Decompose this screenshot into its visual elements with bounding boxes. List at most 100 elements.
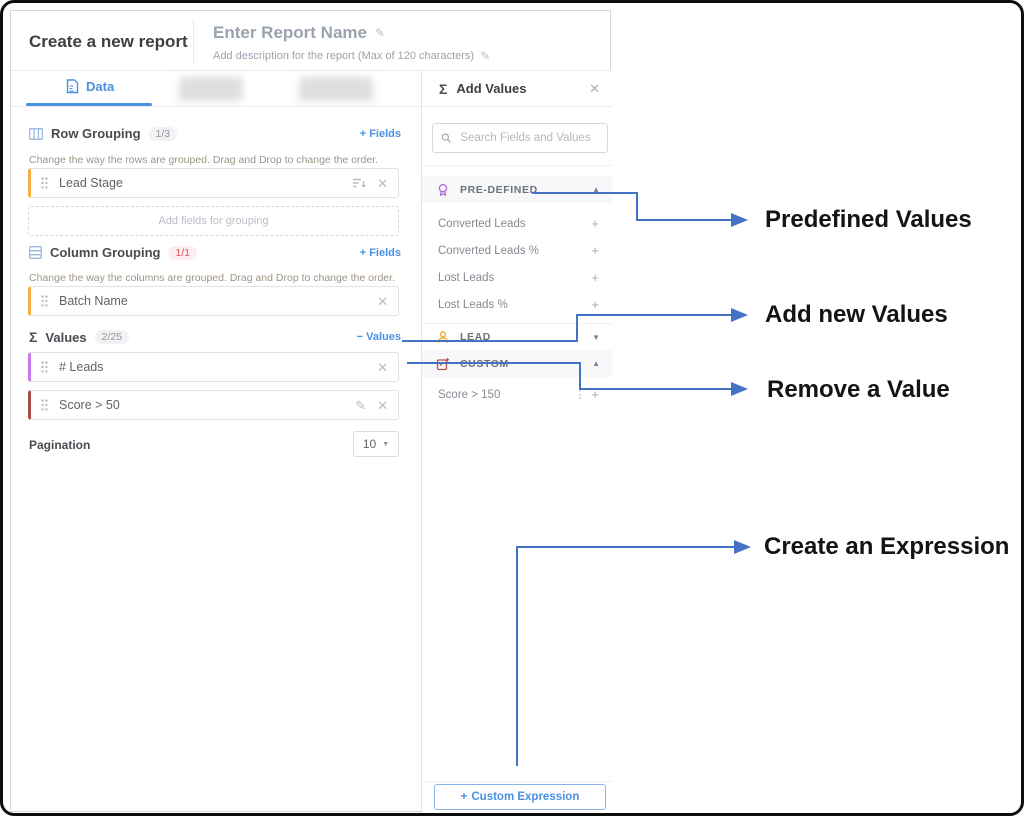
item-label: Converted Leads % [438,244,540,257]
person-icon [437,331,449,343]
page-title: Create a new report [29,32,188,51]
list-item-lost-leads-pct: Lost Leads % + [422,291,612,318]
tab-redacted-2[interactable] [299,77,373,101]
remove-value-icon[interactable]: ✕ [377,359,388,375]
value-label: Score > 50 [59,398,120,412]
row-grouping-field-lead-stage[interactable]: Lead Stage ✕ [28,168,399,198]
add-values-title: Add Values [456,81,527,96]
arrowhead-icon [731,382,748,396]
values-count-badge: 2/25 [94,330,130,344]
remove-values-link[interactable]: − Values [356,331,401,343]
search-input[interactable] [458,131,599,145]
column-grouping-description: Change the way the columns are grouped. … [29,272,395,284]
edit-pencil-icon[interactable]: ✎ [374,26,386,40]
window-header: Create a new report Enter Report Name ✎ … [11,11,610,71]
section-lead-label: LEAD [460,331,491,343]
pagination-dropdown[interactable]: 10 ▼ [353,431,399,457]
panel-divider [422,165,612,166]
add-value-icon[interactable]: + [591,243,599,258]
search-fields-box[interactable] [432,123,608,153]
item-label: Lost Leads [438,271,495,284]
pagination-label: Pagination [29,438,91,452]
collapse-icon[interactable]: ▲ [592,359,600,368]
drag-handle-icon[interactable] [41,361,48,373]
active-tab-underline [26,103,152,106]
drag-handle-icon[interactable] [41,399,48,411]
annotation-predefined-values: Predefined Values [765,206,972,233]
collapse-icon[interactable]: ▲ [592,185,600,194]
row-grouping-title: Row Grouping [51,126,141,141]
arrowhead-icon [731,213,748,227]
remove-field-icon[interactable]: ✕ [377,293,388,309]
edit-pencil-icon[interactable]: ✎ [480,49,491,63]
section-lead[interactable]: LEAD ▼ [422,323,612,350]
sigma-icon: Σ [439,80,448,97]
tab-bar: Data [11,71,421,107]
report-name-placeholder[interactable]: Enter Report Name [213,23,367,42]
value-item-score[interactable]: Score > 50 ✎ ✕ [28,390,399,420]
report-description-placeholder[interactable]: Add description for the report (Max of 1… [213,50,475,62]
item-label: Score > 150 [438,388,501,401]
column-grouping-field-batch-name[interactable]: Batch Name ✕ [28,286,399,316]
section-custom[interactable]: CUSTOM ▲ [422,350,612,377]
header-divider [193,20,194,63]
drag-handle-icon[interactable] [41,177,48,189]
column-grouping-add-fields-link[interactable]: + Fields [359,246,401,259]
section-custom-label: CUSTOM [460,357,509,370]
add-value-icon[interactable]: + [591,270,599,285]
custom-expression-button[interactable]: + Custom Expression [434,784,606,810]
medal-icon [438,183,448,196]
expand-icon[interactable]: ▼ [592,332,600,342]
drag-handle-icon[interactable] [41,295,48,307]
close-icon[interactable]: ✕ [589,80,600,96]
section-predefined[interactable]: PRE-DEFINED ▲ [422,176,612,203]
list-item-converted-leads-pct: Converted Leads % + [422,237,612,264]
edit-value-icon[interactable]: ✎ [355,397,367,413]
sort-icon[interactable] [352,178,366,189]
value-label: # Leads [59,360,104,374]
pagination-value: 10 [362,437,377,451]
arrowhead-icon [734,540,751,554]
add-value-icon[interactable]: + [591,297,599,312]
column-grouping-header: Column Grouping 1/1 + Fields [29,245,401,260]
custom-expression-label: Custom Expression [471,791,580,803]
chevron-down-icon: ▼ [382,440,390,448]
more-options-icon[interactable]: ⋮ [574,389,586,401]
field-label: Lead Stage [59,176,123,190]
tab-redacted-1[interactable] [179,77,243,101]
field-label: Batch Name [59,294,128,308]
annotation-remove-a-value: Remove a Value [767,376,950,403]
add-value-icon[interactable]: + [591,387,599,402]
row-grouping-add-fields-link[interactable]: + Fields [359,127,401,140]
list-item-score-150: Score > 150 ⋮ + [422,381,612,408]
report-description-field[interactable]: Add description for the report (Max of 1… [213,49,490,63]
custom-value-icon [436,357,450,370]
add-values-panel-header: Σ Add Values ✕ [422,71,612,107]
item-label: Lost Leads % [438,298,508,311]
value-item-leads[interactable]: # Leads ✕ [28,352,399,382]
item-label: Converted Leads [438,217,526,230]
column-grouping-title: Column Grouping [50,245,161,260]
report-name-field[interactable]: Enter Report Name ✎ [213,23,385,43]
plus-icon: + [460,791,468,803]
remove-field-icon[interactable]: ✕ [377,175,388,191]
add-value-icon[interactable]: + [591,216,599,231]
panel-footer-divider [422,781,612,782]
list-item-converted-leads: Converted Leads + [422,210,612,237]
remove-value-icon[interactable]: ✕ [377,397,388,413]
search-icon [441,133,451,143]
add-values-panel: Σ Add Values ✕ PRE-DEFINED ▲ Converted L… [421,71,612,813]
list-item-lost-leads: Lost Leads + [422,264,612,291]
sigma-icon: Σ [29,329,38,345]
column-grouping-icon [29,246,42,259]
row-grouping-header: Row Grouping 1/3 + Fields [29,126,401,141]
tab-data[interactable]: Data [66,79,114,94]
values-header: Σ Values 2/25 − Values [29,329,401,345]
add-fields-dropzone[interactable]: Add fields for grouping [28,206,399,236]
data-document-icon [66,79,79,94]
arrowhead-icon [731,308,748,322]
annotation-add-new-values: Add new Values [765,301,948,328]
dropzone-label: Add fields for grouping [158,215,269,227]
annotation-create-an-expression: Create an Expression [764,533,1010,560]
column-grouping-count-badge: 1/1 [168,245,198,260]
